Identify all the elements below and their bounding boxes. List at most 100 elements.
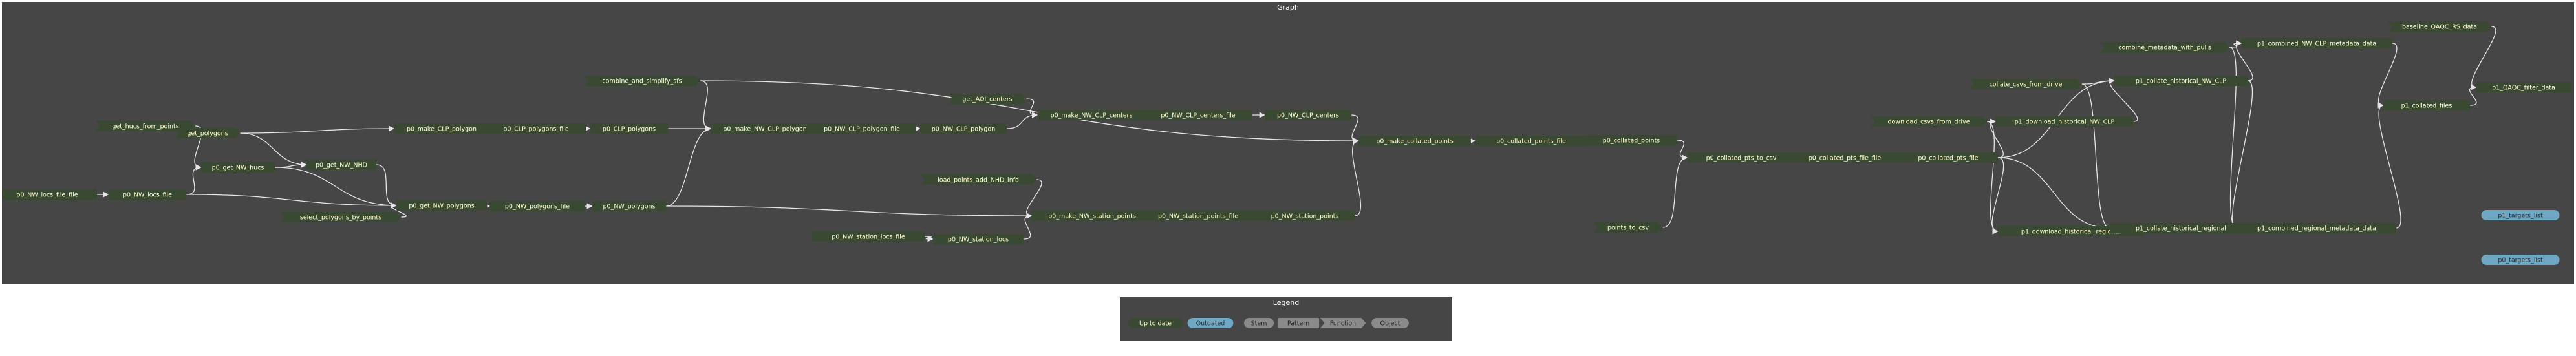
node-shape [1144, 110, 1252, 120]
node-baseline_QAQC_RS_data[interactable]: baseline_QAQC_RS_data [2387, 21, 2492, 32]
node-p0_NW_polygons[interactable]: p0_NW_polygons [592, 201, 667, 211]
node-p0_NW_CLP_polygon[interactable]: p0_NW_CLP_polygon [919, 123, 1007, 134]
node-select_polygons_by_points[interactable]: select_polygons_by_points [280, 212, 402, 222]
node-shape [932, 234, 1024, 244]
legend-label: Pattern [1287, 320, 1309, 328]
node-shape [1898, 152, 1998, 163]
node-p0_NW_CLP_centers[interactable]: p0_NW_CLP_centers [1264, 110, 1352, 120]
node-label: p1_QAQC_filter_data [2492, 85, 2555, 92]
node-p1_collate_historical_NW_CLP[interactable]: p1_collate_historical_NW_CLP [2114, 76, 2248, 86]
edge-p0_get_NW_NHD-to-p0_get_NW_polygons [376, 164, 397, 209]
node-p0_NW_locs_file_file[interactable]: p0_NW_locs_file_file [0, 189, 97, 200]
node-p1_download_historical_NW_CLP[interactable]: p1_download_historical_NW_CLP [1995, 116, 2134, 127]
node-points_to_csv[interactable]: points_to_csv [1593, 222, 1663, 233]
node-label: p0_collated_pts_file [1918, 155, 1978, 162]
node-p0_CLP_polygons_file[interactable]: p0_CLP_polygons_file [486, 123, 586, 134]
node-shape [2110, 223, 2252, 233]
node-label: p0_CLP_polygons [603, 126, 656, 133]
node-p0_NW_station_points[interactable]: p0_NW_station_points [1255, 211, 1355, 221]
node-shape [2114, 76, 2248, 86]
node-p0_NW_station_points_file[interactable]: p0_NW_station_points_file [1137, 211, 1259, 221]
node-p0_NW_station_locs[interactable]: p0_NW_station_locs [932, 234, 1024, 244]
node-p0_make_NW_station_points[interactable]: p0_make_NW_station_points [1031, 211, 1153, 221]
dependency-graph[interactable]: p0_NW_locs_file_file p0_NW_locs_file get_h… [0, 2, 2574, 284]
node-load_points_add_NHD_info[interactable]: load_points_add_NHD_info [919, 174, 1037, 185]
node-shape [394, 123, 489, 134]
legend-label: Outdated [1196, 320, 1225, 328]
node-label: p1_combined_regional_metadata_data [2257, 225, 2376, 233]
node-shape [1870, 116, 1988, 127]
node-collate_csvs_from_drive[interactable]: collate_csvs_from_drive [1970, 79, 2082, 89]
node-p1_collate_historical_regional[interactable]: p1_collate_historical_regional [2110, 223, 2252, 233]
node-p0_NW_CLP_polygon_file[interactable]: p0_NW_CLP_polygon_file [808, 123, 916, 134]
edge-p0_collated_pts_file-to-p1_download_historical_regional [1991, 157, 2004, 235]
node-shape [2237, 223, 2397, 233]
legend-label: Up to date [1139, 320, 1172, 328]
node-get_AOI_centers[interactable]: get_AOI_centers [948, 94, 1027, 104]
node-shape [590, 123, 669, 134]
node-combine_metadata_with_pulls[interactable]: combine_metadata_with_pulls [2099, 42, 2230, 52]
edge-points_to_csv-to-p0_collated_pts_to_csv [1662, 154, 1688, 228]
node-p0_make_NW_CLP_polygon[interactable]: p0_make_NW_CLP_polygon [711, 123, 819, 134]
node-p0_get_NW_hucs[interactable]: p0_get_NW_hucs [200, 162, 275, 173]
node-p1_targets_list[interactable]: p1_targets_list [2481, 210, 2560, 220]
node-label: p0_NW_station_locs [948, 236, 1009, 244]
node-label: select_polygons_by_points [300, 215, 381, 222]
node-p0_NW_polygons_file[interactable]: p0_NW_polygons_file [489, 201, 585, 211]
node-label: p0_NW_polygons [603, 204, 656, 211]
edge-combine_and_simplify_sfs-to-p0_make_collated_points [700, 80, 1360, 144]
node-shape [1593, 222, 1663, 233]
edge-p0_get_NW_hucs-to-p0_get_NW_NHD [275, 162, 308, 168]
legend-item-outdated: Outdated [1187, 318, 1234, 328]
edge-p1_collate_historical_NW_CLP-to-p1_combined_NW_CLP_metadata_data [2236, 40, 2253, 81]
node-p1_download_historical_regional[interactable]: p1_download_historical_regional [1997, 226, 2145, 236]
node-p0_NW_CLP_centers_file[interactable]: p0_NW_CLP_centers_file [1144, 110, 1252, 120]
node-p0_NW_locs_file[interactable]: p0_NW_locs_file [108, 189, 187, 200]
node-label: p0_collated_pts_file_file [1809, 155, 1882, 162]
node-p1_collated_files[interactable]: p1_collated_files [2383, 100, 2471, 110]
node-p0_collated_points[interactable]: p0_collated_points [1585, 135, 1677, 145]
edge-get_AOI_centers-to-p0_make_NW_CLP_centers [1026, 98, 1038, 118]
legend-item-object: Object [1371, 318, 1409, 328]
node-p0_NW_station_locs_file[interactable]: p0_NW_station_locs_file [812, 231, 925, 242]
node-p0_collated_pts_to_csv[interactable]: p0_collated_pts_to_csv [1687, 152, 1796, 163]
node-p1_combined_regional_metadata_data[interactable]: p1_combined_regional_metadata_data [2237, 223, 2397, 233]
node-get_polygons[interactable]: get_polygons [175, 128, 241, 138]
node-label: p0_NW_CLP_polygon [932, 126, 995, 133]
node-shape [489, 201, 585, 211]
node-p0_collated_pts_file_file[interactable]: p0_collated_pts_file_file [1784, 152, 1905, 163]
edge-p0_collated_pts_file-to-p1_collate_historical_regional [1997, 157, 2110, 231]
edge-download_csvs_from_drive-to-p1_download_historical_regional [1987, 121, 1999, 235]
edge-p1_collated_files-to-p1_QAQC_filter_data [2469, 84, 2477, 106]
node-p0_make_collated_points[interactable]: p0_make_collated_points [1358, 136, 1471, 146]
node-shape [0, 189, 97, 200]
edge-get_hucs_from_points-to-p0_get_NW_hucs [194, 125, 202, 171]
node-p0_collated_points_file[interactable]: p0_collated_points_file [1475, 136, 1587, 146]
node-p1_QAQC_filter_data[interactable]: p1_QAQC_filter_data [2476, 82, 2571, 92]
node-shape [2387, 21, 2492, 32]
node-shape [1970, 79, 2082, 89]
node-label: p0_NW_CLP_polygon_file [824, 126, 900, 133]
node-label: load_points_add_NHD_info [938, 177, 1019, 184]
node-p0_CLP_polygons[interactable]: p0_CLP_polygons [590, 123, 669, 134]
node-label: p0_NW_station_points_file [1158, 213, 1238, 220]
node-download_csvs_from_drive[interactable]: download_csvs_from_drive [1870, 116, 1988, 127]
node-shape [808, 123, 916, 134]
node-p1_combined_NW_CLP_metadata_data[interactable]: p1_combined_NW_CLP_metadata_data [2241, 38, 2392, 48]
edge-load_points_add_NHD_info-to-p0_make_NW_station_points [1026, 179, 1042, 219]
legend-title: Legend [1272, 298, 1300, 307]
legend-swatch [1320, 318, 1366, 328]
node-p0_make_CLP_polygon[interactable]: p0_make_CLP_polygon [394, 123, 489, 134]
legend-item-stem: Stem [1244, 318, 1274, 328]
node-combine_and_simplify_sfs[interactable]: combine_and_simplify_sfs [583, 76, 701, 86]
node-p0_make_NW_CLP_centers[interactable]: p0_make_NW_CLP_centers [1037, 110, 1146, 120]
node-p0_collated_pts_file[interactable]: p0_collated_pts_file [1898, 152, 1998, 163]
node-label: p0_make_CLP_polygon [407, 126, 477, 133]
node-p0_get_NW_polygons[interactable]: p0_get_NW_polygons [396, 200, 488, 211]
node-p0_get_NW_NHD[interactable]: p0_get_NW_NHD [306, 160, 376, 170]
node-p0_targets_list[interactable]: p0_targets_list [2481, 255, 2560, 265]
node-label: p0_get_NW_polygons [409, 203, 474, 210]
edge-p0_NW_polygons-to-p0_make_NW_station_points [666, 205, 1033, 219]
node-get_hucs_from_points[interactable]: get_hucs_from_points [96, 121, 195, 131]
